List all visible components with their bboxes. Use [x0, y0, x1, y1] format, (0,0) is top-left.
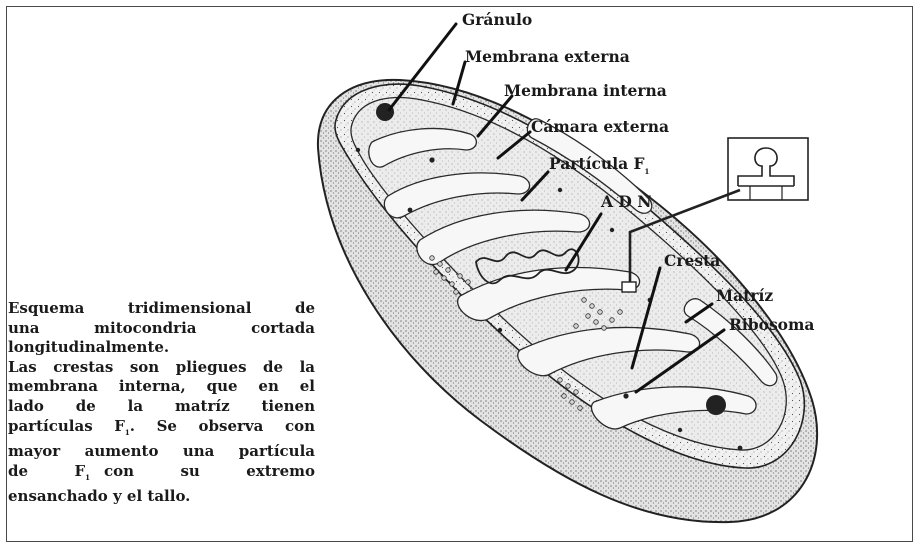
frame-border	[6, 6, 913, 542]
label-particula-f: Partícula F1	[549, 154, 650, 176]
cristae	[368, 118, 778, 430]
caption-line: una mitocondria cortada	[8, 318, 315, 337]
caption-line: ensanchado y el tallo.	[8, 487, 191, 506]
label-ribosoma: Ribosoma	[729, 315, 814, 334]
label-matriz: Matríz	[716, 286, 773, 305]
caption-line: Las crestas son pliegues de la	[8, 357, 315, 376]
label-particula-f-text: Partícula F	[549, 154, 645, 173]
f1-particle-inset	[621, 137, 809, 293]
leader-lines	[387, 22, 726, 394]
caption-subscript: 1	[85, 472, 90, 482]
caption-fragment: con su extremo	[104, 461, 316, 480]
caption-line: de F1 con su extremo	[8, 462, 315, 488]
label-camara-externa: Cámara externa	[531, 117, 669, 136]
caption-line: membrana interna, que en el	[8, 377, 315, 396]
caption-fragment: partículas F	[8, 416, 125, 435]
caption-fragment: . Se observa con	[129, 416, 315, 435]
caption-subscript: 1	[124, 427, 130, 437]
caption-line: Esquema tridimensional de	[8, 299, 315, 317]
label-adn: A D N	[600, 192, 651, 211]
caption-line: lado de la matríz tienen	[8, 396, 315, 415]
label-membrana-externa: Membrana externa	[465, 47, 630, 66]
caption-fragment: de F	[8, 461, 86, 480]
f1-particles	[429, 255, 623, 411]
label-particula-f-sub: 1	[645, 167, 650, 176]
caption-line: partículas F1. Se observa con	[8, 417, 315, 443]
label-cresta: Cresta	[664, 251, 720, 270]
caption-line: mayor aumento una partícula	[8, 442, 315, 461]
caption-text: Esquema tridimensional de una mitocondri…	[8, 299, 315, 507]
label-membrana-interna: Membrana interna	[504, 81, 667, 100]
label-granulo: Gránulo	[462, 10, 532, 29]
caption-line: longitudinalmente.	[8, 338, 170, 357]
